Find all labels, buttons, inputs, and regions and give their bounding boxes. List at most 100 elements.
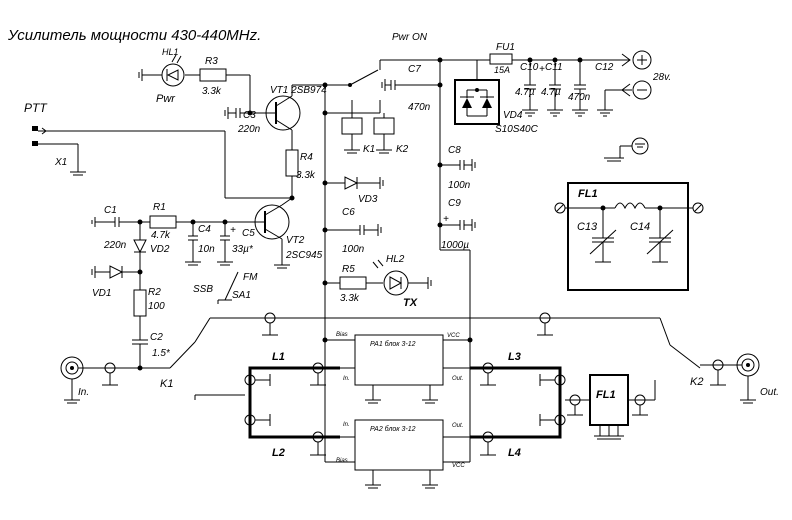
ptt-connector: [32, 126, 295, 201]
r2-label: R2: [148, 287, 161, 298]
c5-value: 33µ*: [232, 244, 254, 255]
pa1-module: [322, 334, 473, 404]
relay-coils: [322, 100, 395, 154]
c7-label: C7: [408, 64, 421, 75]
c9-label: C9: [448, 198, 461, 209]
vd2-label: VD2: [150, 244, 170, 255]
ssb-label: SSB: [193, 284, 213, 295]
c11-label: C11: [545, 62, 563, 73]
vt2-transistor: [180, 197, 293, 269]
c9-value: 1000µ: [441, 240, 469, 251]
c2-value: 1.5*: [152, 348, 171, 359]
k1-label: K1: [160, 378, 173, 390]
r5-value: 3.3k: [340, 293, 360, 304]
k2-label: K2: [690, 376, 703, 388]
c13-label: C13: [577, 221, 598, 233]
c5-plus: +: [230, 225, 236, 236]
r3-value: 3.3k: [202, 86, 222, 97]
l1-l2-lines: [194, 362, 656, 456]
pwr-label: Pwr: [156, 93, 176, 105]
input-connector: [60, 356, 170, 404]
hl2-label: HL2: [386, 254, 405, 265]
l3-label: L3: [508, 351, 521, 363]
output-connector: [700, 353, 760, 404]
c11-value: 4.7µ: [541, 87, 561, 98]
c7-value: 470n: [408, 102, 431, 113]
c1-value: 220n: [103, 240, 127, 251]
fl1-detail-label: FL1: [578, 188, 598, 200]
pwron-label: Pwr ON: [392, 32, 428, 43]
pa2-module: [325, 419, 470, 489]
x1-label: X1: [54, 157, 67, 168]
pa2-vcc-label: VCC: [452, 463, 465, 469]
c5-label: C5: [242, 228, 255, 239]
c4-value: 10n: [198, 244, 215, 255]
fl1-block: [589, 374, 629, 440]
c12-label: C12: [595, 62, 614, 73]
c8-label: C8: [448, 145, 461, 156]
l1-label: L1: [272, 351, 285, 363]
ptt-label: PTT: [24, 101, 48, 115]
c12-value: 470n: [568, 92, 591, 103]
pa1-label: PA1 блок 3-12: [370, 340, 416, 348]
bias-chain: [91, 215, 239, 368]
r4-value: 3.3k: [296, 170, 316, 181]
pa1-bias-label: Bias: [336, 332, 348, 338]
rf-relay-line: [169, 312, 701, 369]
vt1-label: VT1 2SB974: [270, 85, 327, 96]
c10-label: C10: [520, 62, 539, 73]
pa2-label: PA2 блок 3-12: [370, 425, 416, 433]
pa1-out-label: Out.: [452, 376, 463, 382]
tx-label: TX: [403, 297, 418, 309]
l4-label: L4: [508, 447, 521, 459]
diagram-title: Усилитель мощности 430-440MHz.: [7, 27, 261, 44]
pa1-in-label: In.: [343, 376, 350, 382]
fl1-detail: [554, 182, 704, 291]
r2-value: 100: [148, 301, 165, 312]
r1-value: 4.7k: [151, 230, 171, 241]
pa2-in-label: In.: [343, 422, 350, 428]
power-rail: [324, 50, 652, 462]
c1-label: C1: [104, 205, 117, 216]
v28-label: 28v.: [652, 72, 671, 83]
vd4-value: S10S40C: [495, 124, 539, 135]
c4-label: C4: [198, 224, 211, 235]
r5-label: R5: [342, 264, 355, 275]
fu1-label: FU1: [496, 42, 515, 53]
vd1-label: VD1: [92, 288, 111, 299]
c3-value: 220n: [237, 124, 261, 135]
c10-value: 4.7µ: [515, 87, 535, 98]
c3-label: C3: [243, 110, 256, 121]
c10-plus: +: [539, 64, 545, 75]
c6-value: 100n: [342, 244, 365, 255]
fl1-block-label: FL1: [596, 389, 616, 401]
l2-label: L2: [272, 447, 285, 459]
vt2-value: 2SC945: [285, 250, 323, 261]
vt1-transistor: [138, 54, 328, 198]
input-connector-label: In.: [78, 387, 89, 398]
r4-label: R4: [300, 152, 313, 163]
pa1-vcc-label: VCC: [447, 333, 460, 339]
hl1-label: HL1: [162, 47, 179, 57]
c6-label: C6: [342, 207, 355, 218]
k1-relay-label: K1: [363, 144, 375, 155]
vd3-diode: [322, 176, 384, 190]
k2-relay-label: K2: [396, 144, 409, 155]
output-connector-label: Out.: [760, 387, 779, 398]
c8-value: 100n: [448, 180, 471, 191]
r1-label: R1: [153, 202, 166, 213]
component-labels: PTT X1 HL1 Pwr R3 3.3k C3 220n VT1 2SB97…: [24, 32, 779, 469]
c9-plus: +: [443, 214, 449, 225]
vd4-label: VD4: [503, 110, 523, 121]
sa1-label: SA1: [232, 290, 251, 301]
c6-capacitor: [322, 224, 382, 236]
c2-label: C2: [150, 332, 163, 343]
c14-label: C14: [630, 221, 650, 233]
r5-hl2: [322, 259, 432, 296]
fu1-value: 15A: [494, 65, 510, 75]
vt2-label: VT2: [286, 235, 305, 246]
pa2-bias-label: Bias: [336, 458, 348, 464]
r3-label: R3: [205, 56, 218, 67]
